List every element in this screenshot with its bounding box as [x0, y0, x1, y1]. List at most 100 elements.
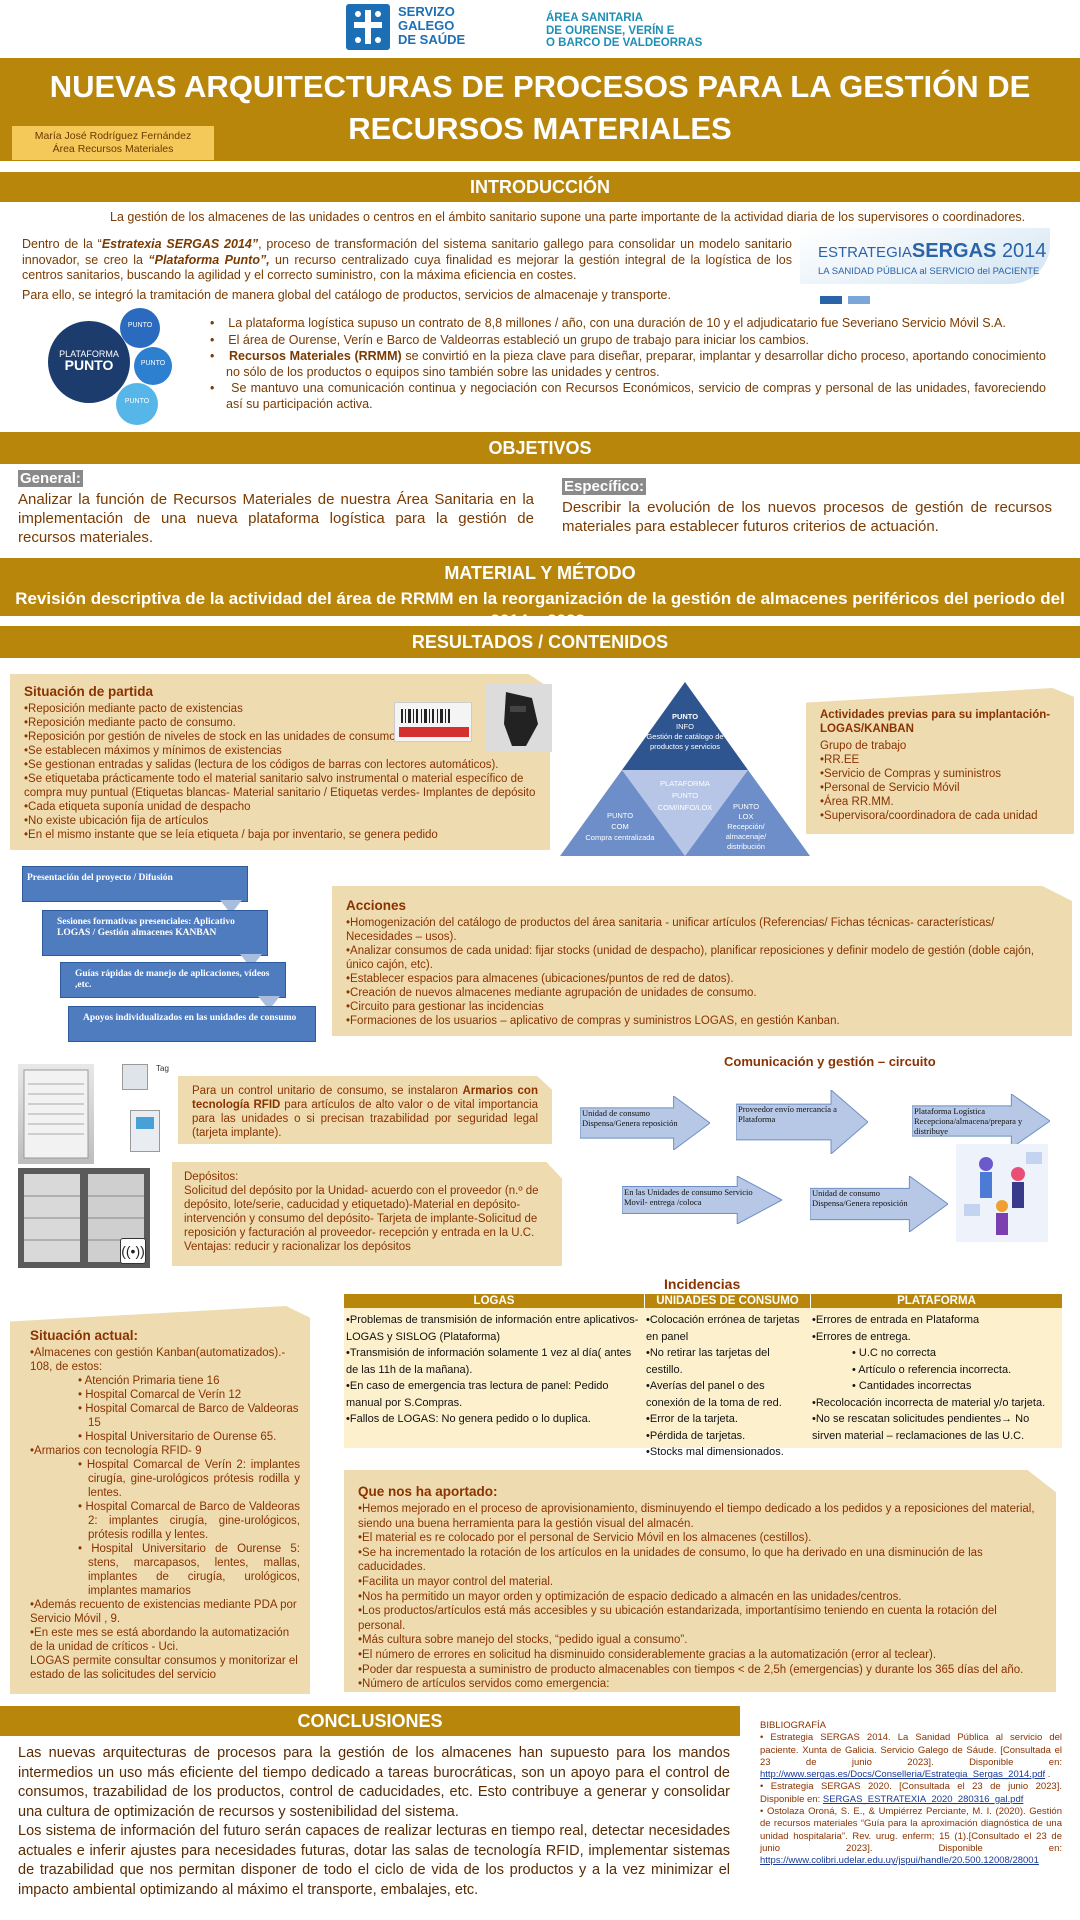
bibliografia: BIBLIOGRAFÍA • Estrategia SERGAS 2014. L…	[760, 1720, 1062, 1868]
conclusiones-heading: CONCLUSIONES	[0, 1706, 740, 1736]
flow-step: Presentación del proyecto / Difusión	[22, 866, 248, 902]
rfid-reader-icon	[122, 1064, 148, 1090]
circuit-arrow-label: Proveedor envío mercancía a Plataforma	[738, 1104, 837, 1125]
objetivo-general: General: Analizar la función de Recursos…	[18, 470, 534, 547]
incidencias-table: LOGAS UNIDADES DE CONSUMO PLATAFORMA •Pr…	[344, 1294, 1062, 1458]
xunta-mini-icon	[820, 296, 842, 304]
intro-strategy-name: Estratexia SERGAS 2014”	[101, 237, 259, 251]
circuit-arrow: Proveedor envío mercancía a Plataforma	[735, 1088, 869, 1156]
especifico-text: Describir la evolución de los nuevos pro…	[562, 499, 1052, 535]
acciones-title: Acciones	[346, 898, 407, 913]
arrow-shape-icon	[911, 1093, 1051, 1149]
conclusiones-p1: Las nuevas arquitecturas de procesos par…	[18, 1745, 730, 1820]
kanban-item: • Hospital Comarcal de Barco de Valdeora…	[78, 1403, 299, 1429]
depositos-title: Depósitos:	[184, 1171, 239, 1183]
incidencia-logas-item: •Problemas de transmisión de información…	[346, 1314, 639, 1343]
situacion-partida-item: •Se gestionan entradas y salidas (lectur…	[24, 759, 499, 771]
situacion-partida-title: Situación de partida	[24, 684, 154, 699]
incidencia-plataforma-item: •Errores de entrada en Plataforma	[812, 1314, 980, 1326]
incidencias-unidades-col: •Colocación errónea de tarjetas en panel…	[646, 1312, 808, 1461]
accion-item: •Homogenización del catálogo de producto…	[346, 917, 995, 943]
actividades-list: Grupo de trabajo•RR.EE•Servicio de Compr…	[820, 739, 1062, 823]
triangle-left-label: PUNTO COM Compra centralizada	[580, 810, 660, 843]
arrow-shape-icon	[735, 1088, 869, 1156]
incidencia-unidad-item: •No retirar las tarjetas del cestillo.	[646, 1347, 770, 1376]
situacion-actual-tail: •Además recuento de existencias mediante…	[30, 1599, 297, 1625]
intro-heading: INTRODUCCIÓN	[0, 172, 1080, 202]
circuit-arrow-label: En las Unidades de consumo Servicio Movi…	[624, 1186, 753, 1207]
situacion-actual-intro: •Almacenes con gestión Kanban(automatiza…	[30, 1347, 286, 1373]
actividad-item: Grupo de trabajo	[820, 740, 907, 752]
accion-item: •Analizar consumos de cada unidad: fijar…	[346, 945, 1035, 971]
accion-item: •Circuito para gestionar las incidencias	[346, 1001, 544, 1013]
situacion-partida-item: •Reposición mediante pacto de existencia…	[24, 703, 243, 715]
arrow-shape-icon	[579, 1095, 711, 1151]
scanner-image	[486, 684, 552, 752]
general-text: Analizar la función de Recursos Material…	[18, 491, 534, 546]
resultados-heading: RESULTADOS / CONTENIDOS	[0, 626, 1080, 658]
incidencia-plataforma-subitem: • U.C no correcta	[852, 1347, 936, 1359]
ref-text: • Ostolaza Oroná, S. E., & Umpiérrez Per…	[760, 1806, 1062, 1854]
ref-2-link[interactable]: SERGAS_ESTRATEXIA_2020_280316_gal.pdf	[822, 1793, 1024, 1805]
intro-bullet: • Recursos Materiales (RRMM) se convirti…	[210, 349, 1046, 379]
author-box: María José Rodríguez Fernández Área Recu…	[12, 126, 214, 160]
metodo-heading: MATERIAL Y MÉTODO	[444, 563, 636, 583]
actividad-item: •Área RR.MM.	[820, 796, 894, 808]
rfid-item: • Hospital Comarcal de Barco de Valdeora…	[78, 1501, 300, 1541]
ref-text: • Estrategia SERGAS 2014. La Sanidad Púb…	[760, 1732, 1062, 1768]
header-unidades: UNIDADES DE CONSUMO	[644, 1294, 810, 1308]
intro-bullets: • La plataforma logística supuso un cont…	[204, 316, 1046, 412]
aportado-item: •El material es re colocado por el perso…	[358, 1532, 812, 1545]
situacion-partida-item: •Cada etiqueta suponía unidad de despach…	[24, 801, 251, 813]
arrow-shape-icon	[621, 1175, 784, 1225]
punto-sat-label: PUNTO	[140, 360, 166, 367]
incidencia-logas-item: •Fallos de LOGAS: No genera pedido o lo …	[346, 1413, 591, 1425]
intro-text: un recurso centralizado cuya finalidad e…	[22, 252, 792, 283]
triangle-text: PUNTO	[732, 802, 760, 811]
ref-1-link[interactable]: http://www.sergas.es/Docs/Conselleria/Es…	[760, 1769, 1046, 1781]
incidencia-unidad-item: •Error de la tarjeta.	[646, 1413, 738, 1425]
incidencias-logas-col: •Problemas de transmisión de información…	[346, 1312, 642, 1428]
flow-step-label: Guías rápidas de manejo de aplicaciones,…	[75, 969, 270, 990]
header-plataforma: PLATAFORMA	[810, 1294, 1062, 1308]
area-sanitaria-logo: ÁREA SANITARIA DE OURENSE, VERÍN E O BAR…	[546, 12, 702, 50]
incidencia-plataforma-item: •Recolocación incorrecta de material y/o…	[812, 1396, 1046, 1409]
circuit-arrow: Unidad de consumo Dispensa/Genera reposi…	[809, 1175, 949, 1233]
actividad-item: •Personal de Servicio Móvil	[820, 782, 960, 794]
circuito-title: Comunicación y gestión – circuito	[724, 1054, 936, 1069]
kanban-item: • Hospital Universitario de Ourense 65.	[78, 1431, 277, 1443]
situacion-partida-item: •Reposición mediante pacto de consumo.	[24, 717, 236, 729]
aportado-panel: Que nos ha aportado: •Hemos mejorado en …	[344, 1470, 1056, 1692]
incidencia-unidad-item: •Averías del panel o des conexión de la …	[646, 1380, 782, 1409]
area-line: DE OURENSE, VERÍN E	[546, 24, 675, 37]
acciones-list: •Homogenización del catálogo de producto…	[346, 916, 1058, 1028]
triangle-text: INFO	[676, 722, 694, 731]
situacion-actual-rfid-intro: •Armarios con tecnología RFID- 9	[30, 1445, 202, 1457]
triangle-left	[560, 770, 685, 856]
rfid-text-part: Para un control unitario de consumo, se …	[192, 1085, 463, 1097]
triangle-text: PUNTO	[671, 712, 699, 721]
actividades-title: Actividades previas para su implantación…	[820, 709, 1051, 735]
aportado-item: •Número de artículos servidos como emerg…	[358, 1678, 610, 1691]
header-logas: LOGAS	[344, 1294, 644, 1308]
rfid-cabinet-photo	[18, 1064, 94, 1164]
punto-center-line: PLATAFORMA	[59, 349, 119, 359]
area-line: O BARCO DE VALDEORRAS	[546, 37, 703, 49]
estrategia-logo: ESTRATEGIASERGAS 2014 LA SANIDAD PÚBLICA…	[800, 228, 1050, 308]
objetivo-especifico: Específico: Describir la evolución de lo…	[562, 478, 1052, 536]
triangle-text: PLATAFORMA	[660, 779, 710, 788]
circuit-arrow: Plataforma Logística Recepciona/almacena…	[911, 1093, 1051, 1149]
depositos-ventajas: Ventajas: reducir y racionalizar los dep…	[184, 1241, 411, 1253]
punto-center-line: PUNTO	[64, 357, 114, 373]
intro-paragraph-2: Para ello, se integró la tramitación de …	[22, 288, 671, 302]
triangle-text: Gestión de catálogo de productos y servi…	[646, 732, 724, 751]
incidencia-plataforma-subitem: • Artículo o referencia incorrecta.	[852, 1363, 1012, 1376]
ref-3-link[interactable]: https://www.colibri.udelar.edu.uy/jspui/…	[760, 1855, 1039, 1867]
actividades-previas-panel: Actividades previas para su implantación…	[806, 688, 1074, 834]
flow-step-label: Presentación del proyecto / Difusión	[27, 873, 173, 883]
accion-item: •Establecer espacios para almacenes (ubi…	[346, 973, 734, 985]
incidencia-unidad-item: •Colocación errónea de tarjetas en panel	[646, 1314, 800, 1343]
situacion-partida-panel: Situación de partida •Reposición mediant…	[10, 674, 550, 850]
aportado-item: •Los productos/artículos está más accesi…	[358, 1605, 997, 1632]
situacion-actual-tail: LOGAS permite consultar consumos y monit…	[30, 1655, 298, 1681]
